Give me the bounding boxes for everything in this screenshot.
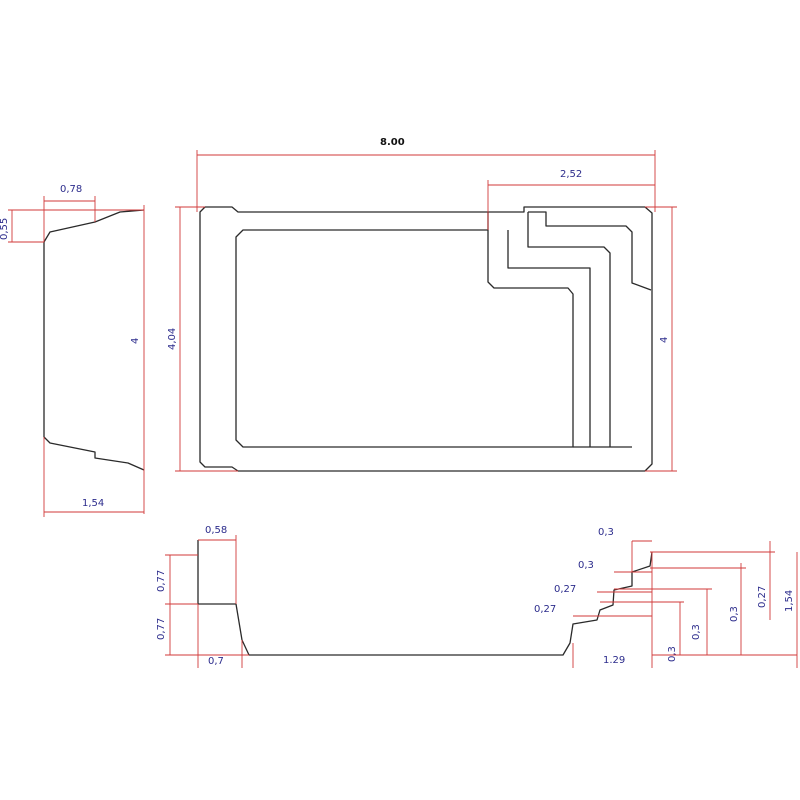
dim-width-right: 4: [645, 206, 677, 472]
dim-riser-3: 0,3: [650, 563, 746, 655]
side-view: 0,78 0,55 4 1,54: [0, 184, 145, 517]
dim-side-bottom-width-label: 1,54: [82, 498, 104, 509]
top-view-outer-outline: [199, 206, 653, 472]
dim-step-run: 1.29: [572, 552, 653, 668]
dim-stair-width-label: 2,52: [560, 169, 582, 180]
dim-side-bottom-width: 1,54: [43, 437, 144, 517]
dim-riser-1-label: 0,3: [667, 646, 678, 662]
dim-side-top-width: 0,78: [43, 184, 96, 242]
top-view-stair-line-3: [528, 211, 652, 291]
dim-overall-length: 8.00: [196, 137, 656, 212]
dim-step-4-width: 0,27: [534, 604, 652, 617]
dim-step-3-width-label: 0,27: [554, 584, 576, 595]
dim-total-depth: 1,54: [652, 552, 798, 668]
dim-upper-depth-label: 0,77: [156, 570, 167, 592]
dim-step-2-width: 0,3: [578, 560, 652, 573]
dim-lower-depth-label: 0,77: [156, 618, 167, 640]
dim-step-run-label: 1.29: [603, 655, 625, 666]
dim-step-1-width-label: 0,3: [598, 527, 614, 538]
dim-bottom-offset-label: 0,7: [208, 656, 224, 667]
dim-riser-2: 0,3: [614, 588, 712, 655]
dim-side-top-height: 0,55: [0, 209, 144, 243]
dim-riser-1: 0,3: [600, 601, 684, 662]
dim-total-depth-label: 1,54: [784, 590, 795, 612]
dim-width-right-label: 4: [659, 337, 670, 343]
dim-width-left-label: 4,04: [167, 328, 178, 350]
dim-side-height-label: 4: [130, 338, 141, 344]
dim-riser-3-label: 0,3: [729, 606, 740, 622]
dim-upper-depth: 0,77: [156, 554, 198, 605]
dim-overall-length-label: 8.00: [380, 137, 405, 148]
dim-riser-4-label: 0,27: [757, 586, 768, 608]
dim-step-2-width-label: 0,3: [578, 560, 594, 571]
dim-side-height: 4: [130, 205, 145, 514]
section-view-outline: [197, 540, 653, 656]
dim-step-3-width: 0,27: [554, 584, 652, 595]
dim-riser-2-label: 0,3: [691, 624, 702, 640]
top-view-inner-floor: [235, 229, 574, 448]
dim-lower-depth: 0,77: [156, 604, 249, 656]
dim-step-1-width: 0,3: [598, 527, 652, 572]
dim-riser-4: 0,27: [650, 541, 775, 620]
dim-side-top-height-label: 0,55: [0, 218, 10, 240]
top-view-stair-line-2: [527, 212, 611, 447]
section-view: 0,58 0,77 0,77 0,7 0,3 0,3: [156, 525, 798, 668]
dim-step-4-width-label: 0,27: [534, 604, 556, 615]
dim-ledge-width-label: 0,58: [205, 525, 227, 536]
dim-side-top-width-label: 0,78: [60, 184, 82, 195]
dim-stair-width: 2,52: [487, 169, 655, 230]
side-view-outline: [43, 209, 145, 471]
dim-bottom-offset: 0,7: [197, 604, 243, 668]
dim-ledge-width: 0,58: [198, 525, 237, 604]
top-view: 8.00 2,52 4,04 4: [167, 137, 677, 472]
dim-width-left: 4,04: [167, 206, 238, 472]
